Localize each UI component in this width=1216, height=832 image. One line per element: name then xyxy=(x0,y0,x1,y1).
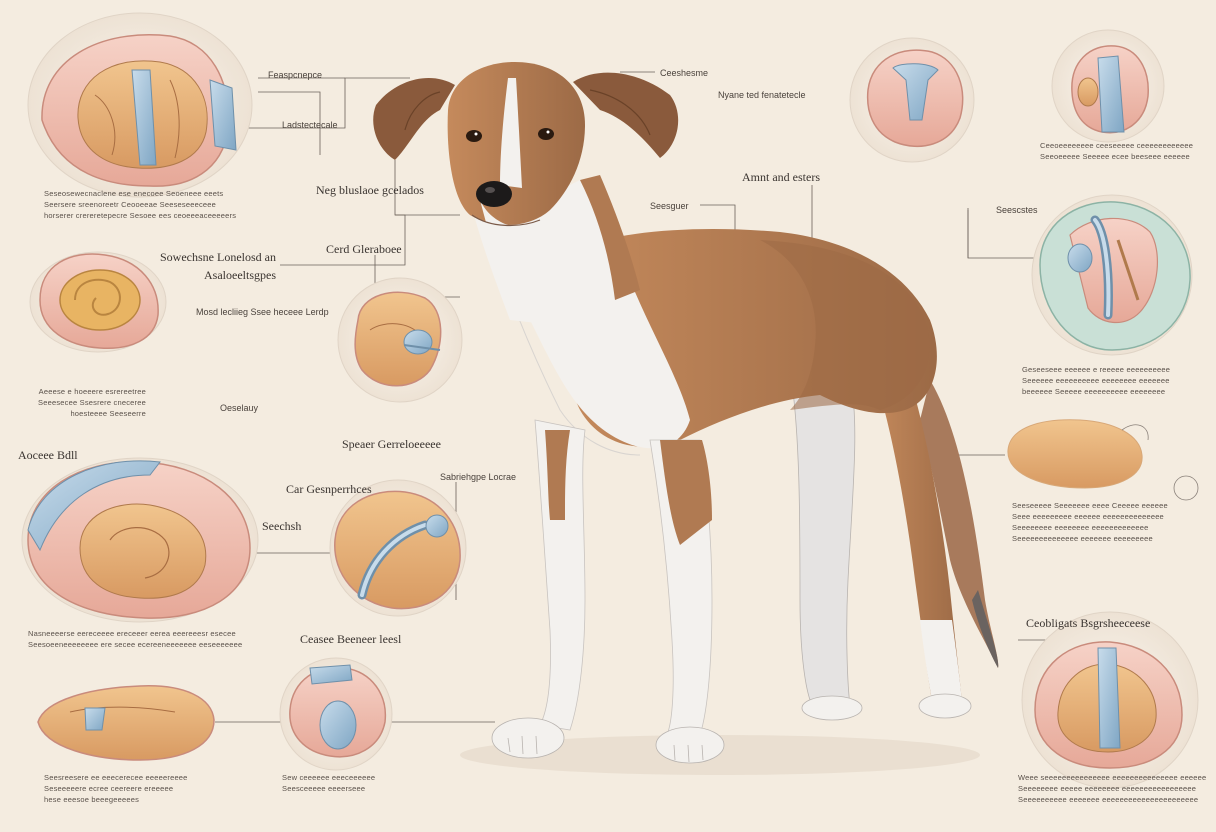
paragraph-mid-right: Geseeseee eeeeee e reeeee eeeeeeeeee See… xyxy=(1022,365,1171,396)
label-mid-left-1: Mosd lecliieg Ssee heceee Lerdp xyxy=(196,307,329,317)
label-neck: Neg bluslaoe gcelados xyxy=(316,183,424,197)
label-left-edge: Aoceee Bdll xyxy=(18,448,78,462)
label-sereguer: Seesguer xyxy=(650,201,689,211)
paragraph-lower-left: Nasneeeerse eereceeee ereceeer eerea eee… xyxy=(28,629,243,649)
paragraph-lower-right: Seeseeeee Seeeeeee eeee Ceeeee eeeeee Se… xyxy=(1012,501,1168,543)
dog-illustration xyxy=(373,62,999,775)
label-head-left-2: Asaloeeltsgpes xyxy=(204,268,276,282)
cochlea-circle-left xyxy=(29,251,167,353)
label-oeseluy: Oeselauy xyxy=(220,403,259,413)
eardrum-section-bottom-right xyxy=(1021,611,1199,789)
middle-ear-circle xyxy=(337,277,463,403)
label-amnt: Amnt and esters xyxy=(742,170,820,184)
paragraph-top-left: Seseosewecnaclene ese enecoee Seoeneee e… xyxy=(44,189,237,220)
pinna-section-lower-left xyxy=(21,457,259,623)
paragraph-top-right: Ceeoeeeeeeee ceeseeeee ceeeeeeeeeeee See… xyxy=(1040,141,1194,161)
ear-section-top-left xyxy=(27,12,253,198)
paragraph-bottom-left: Seesreesere ee eeecerecee eeeeereeee Ses… xyxy=(44,773,188,804)
ossicle-circle xyxy=(329,479,467,617)
inner-ear-circle-bottom xyxy=(279,657,393,771)
label-sabrines: Sabriehgpe Locrae xyxy=(440,472,517,482)
label-right-lower: Ceobligats Bsgrsheeceese xyxy=(1026,616,1151,630)
inner-ear-circle-right xyxy=(1031,194,1193,356)
label-ceosoe: Ceasee Beeneer leesl xyxy=(300,632,402,646)
label-top-center-2: Ceeshesme xyxy=(660,68,709,78)
label-cerd: Cerd Gleraboee xyxy=(326,242,402,256)
label-top-center-1: Feaspcnepce xyxy=(268,70,323,80)
label-corr: Car Gesnperrhces xyxy=(286,482,372,496)
label-top-right-1: Nyane ted fenatetecle xyxy=(718,90,806,100)
label-upper-left-1: Ladstectecale xyxy=(282,120,338,130)
vestibule-circle-top-right xyxy=(1051,29,1165,143)
label-head-left-1: Sowechsne Lonelosd an xyxy=(160,250,276,264)
eardrum-circle-top-right xyxy=(849,37,975,163)
paragraph-bottom-mid: Sew ceeeeee eeeceeeeee Seesceeeee eeeers… xyxy=(282,773,376,793)
canal-shape-right xyxy=(1007,419,1199,501)
canal-bottom-left xyxy=(37,685,215,761)
label-seechsh: Seechsh xyxy=(262,519,302,533)
label-spear: Speaer Gerreloeeeee xyxy=(342,437,441,451)
paragraph-mid-left: Aeeese e hoeeere esrereetree Seeesecee S… xyxy=(38,387,146,418)
paragraph-bottom-right: Weee seeeeeeeeeeeeeee eeeeeeeeeeeeeee ee… xyxy=(1018,773,1207,804)
label-seescstes: Seescstes xyxy=(996,205,1038,215)
